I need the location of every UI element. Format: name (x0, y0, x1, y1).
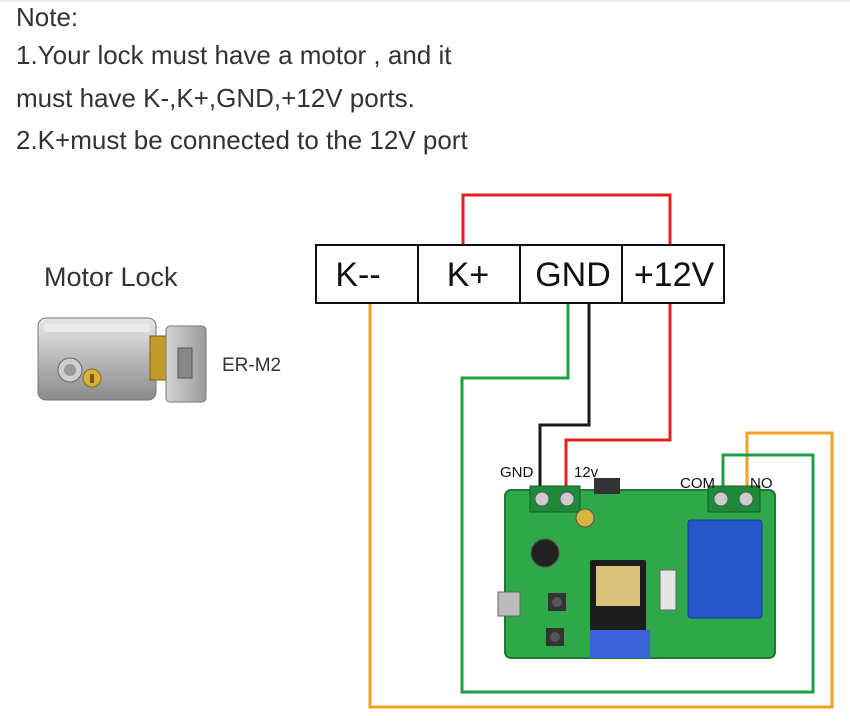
wire-green (460, 303, 815, 694)
note-line-3: 2.K+must be connected to the 12V port (16, 125, 468, 155)
wire-orange (368, 303, 834, 709)
terminal-label-12v: +12V (634, 256, 715, 294)
board-label-no: NO (750, 475, 773, 492)
terminal-block: K-- K+ GND +12V (315, 244, 725, 304)
lock-model-label: ER-M2 (222, 355, 282, 376)
note-line-1: 1.Your lock must have a motor , and it (16, 40, 452, 70)
note-title: Note: (16, 2, 79, 32)
note-line-2: must have K-,K+,GND,+12V ports. (16, 83, 415, 113)
lock-title: Motor Lock (44, 262, 178, 292)
board-label-12v: 12v (574, 464, 599, 481)
wire-red-top (461, 193, 672, 245)
motor-lock-image (37, 317, 207, 403)
board-label-gnd: GND (500, 464, 534, 481)
terminal-label-k-minus: K-- (335, 256, 380, 294)
terminal-label-gnd: GND (535, 256, 611, 294)
wire-black (538, 303, 591, 488)
terminal-label-k-plus: K+ (447, 256, 490, 294)
wire-red (564, 303, 672, 488)
relay-board-image (497, 478, 776, 659)
board-label-com: COM (680, 475, 715, 492)
